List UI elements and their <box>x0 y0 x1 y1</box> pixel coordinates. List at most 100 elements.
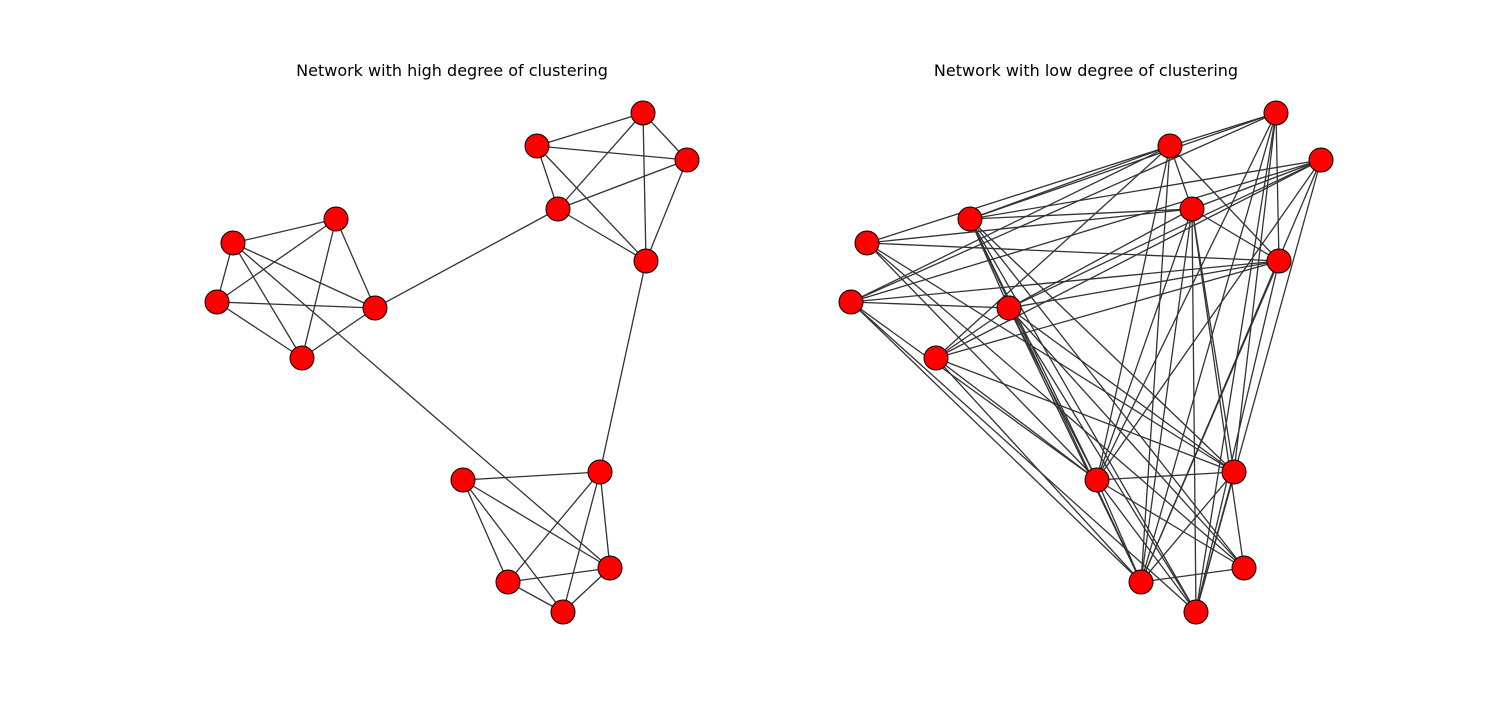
edge-1-13 <box>850 301 1197 613</box>
node-6 <box>545 196 571 222</box>
panel-title-high-clustering: Network with high degree of clustering <box>296 61 608 80</box>
node-layer <box>838 100 1334 625</box>
edge-2-5 <box>935 145 1171 359</box>
edge-11-12 <box>1096 479 1142 583</box>
edge-2-12 <box>935 357 1142 583</box>
edge-0-3 <box>232 242 376 309</box>
node-1 <box>838 289 864 315</box>
edge-11-14 <box>1096 479 1245 569</box>
edge-6-8 <box>557 159 688 210</box>
edge-7-9 <box>642 112 647 262</box>
node-3 <box>362 295 388 321</box>
edge-3-10 <box>1008 307 1235 473</box>
edge-10-11 <box>1096 471 1235 481</box>
edge-4-7 <box>969 112 1277 220</box>
edge-0-2 <box>232 242 303 359</box>
edge-6-14 <box>1191 208 1245 569</box>
node-11 <box>450 467 476 493</box>
edge-6-13 <box>1191 208 1197 613</box>
node-14 <box>597 555 623 581</box>
edge-6-11 <box>1096 208 1193 481</box>
edge-12-14 <box>1140 567 1245 583</box>
edge-5-9 <box>536 145 647 262</box>
edge-1-3 <box>216 301 376 309</box>
node-1 <box>204 289 230 315</box>
node-12 <box>1128 569 1154 595</box>
edge-7-9 <box>1275 112 1280 262</box>
edge-9-12 <box>1140 260 1280 583</box>
edge-8-9 <box>645 159 688 262</box>
panel-title-low-clustering: Network with low degree of clustering <box>933 61 1239 80</box>
node-4 <box>957 206 983 232</box>
node-5 <box>1157 133 1183 159</box>
node-6 <box>1179 196 1205 222</box>
node-8 <box>1308 147 1334 173</box>
edge-0-4 <box>232 218 337 244</box>
node-0 <box>220 230 246 256</box>
edge-8-11 <box>1096 159 1322 481</box>
edge-10-12 <box>507 471 601 583</box>
edge-3-9 <box>1008 260 1280 309</box>
edge-10-14 <box>599 471 611 569</box>
edge-4-13 <box>969 218 1197 613</box>
edge-1-2 <box>216 301 303 359</box>
edge-10-11 <box>462 471 601 481</box>
edge-11-13 <box>462 479 564 613</box>
edge-0-9 <box>866 242 1280 262</box>
edge-11-14 <box>462 479 611 569</box>
edge-11-13 <box>1096 479 1197 613</box>
edge-2-4 <box>301 218 337 359</box>
edge-1-4 <box>216 218 337 303</box>
node-8 <box>674 147 700 173</box>
edge-1-3 <box>850 301 1010 309</box>
edge-11-12 <box>462 479 509 583</box>
node-12 <box>495 569 521 595</box>
edge-2-8 <box>935 159 1322 359</box>
node-4 <box>323 206 349 232</box>
edge-1-8 <box>850 159 1322 303</box>
edge-5-7 <box>1169 112 1277 147</box>
edge-0-11 <box>866 242 1098 481</box>
edge-3-8 <box>1008 159 1322 309</box>
node-11 <box>1084 467 1110 493</box>
edge-2-3 <box>935 307 1010 359</box>
edge-9-13 <box>1195 260 1280 613</box>
edge-3-13 <box>1008 307 1197 613</box>
node-13 <box>550 599 576 625</box>
edge-1-11 <box>850 301 1098 481</box>
edge-9-10 <box>599 260 647 473</box>
edge-2-9 <box>935 260 1280 359</box>
edge-6-9 <box>1191 208 1280 262</box>
edge-7-10 <box>1233 112 1277 473</box>
edge-1-12 <box>850 301 1142 583</box>
edge-3-4 <box>335 218 376 309</box>
network-panel-high-clustering <box>204 100 700 625</box>
node-9 <box>1266 248 1292 274</box>
edge-4-8 <box>969 159 1322 220</box>
edge-4-10 <box>969 218 1235 473</box>
edge-5-11 <box>1096 145 1171 481</box>
edge-2-10 <box>935 357 1235 473</box>
edge-6-9 <box>557 208 647 262</box>
edge-5-8 <box>536 145 688 161</box>
edge-6-12 <box>1140 208 1193 583</box>
edge-0-14 <box>232 242 611 569</box>
node-5 <box>524 133 550 159</box>
edge-2-11 <box>935 357 1098 481</box>
node-10 <box>1221 459 1247 485</box>
node-10 <box>587 459 613 485</box>
edge-7-11 <box>1096 112 1277 481</box>
node-2 <box>923 345 949 371</box>
node-9 <box>633 248 659 274</box>
node-layer <box>204 100 700 625</box>
edge-4-12 <box>969 218 1142 583</box>
edge-0-5 <box>866 145 1171 244</box>
edge-12-14 <box>507 567 611 583</box>
edge-1-7 <box>850 112 1277 303</box>
edge-10-13 <box>562 471 601 613</box>
edge-6-7 <box>557 112 644 210</box>
edge-4-14 <box>969 218 1245 569</box>
node-3 <box>996 295 1022 321</box>
